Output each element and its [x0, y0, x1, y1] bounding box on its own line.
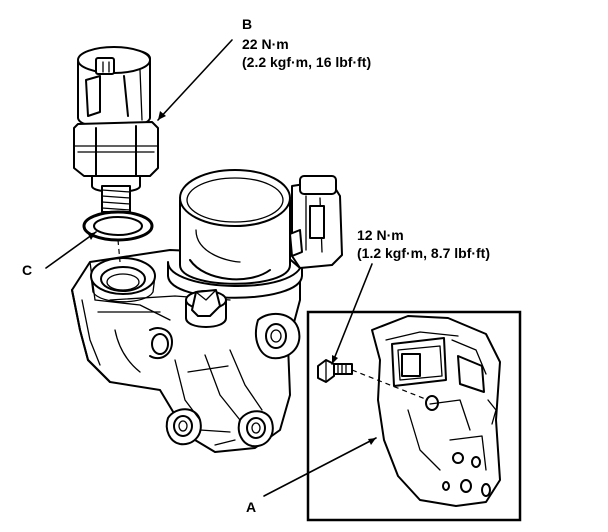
callout-b-torque-alt: (2.2 kgf·m, 16 lbf·ft): [242, 54, 371, 70]
detail-inset: [306, 310, 522, 522]
callout-a-letter: A: [246, 499, 256, 515]
sensor-port: [90, 257, 156, 303]
solenoid: [167, 169, 303, 299]
mount-bolt: [185, 289, 227, 328]
oil-pressure-switch: [73, 46, 159, 213]
bolt-torque: 12 N·m: [357, 227, 404, 243]
alignment-axis: [117, 239, 121, 263]
callout-b-torque: 22 N·m: [242, 36, 289, 52]
callout-c-letter: C: [22, 262, 32, 278]
sealing-washer: [82, 210, 154, 242]
bolt-path: [351, 369, 429, 401]
valve-body: [71, 249, 301, 453]
solenoid-connector: [289, 175, 343, 269]
leader-lines: [45, 39, 377, 497]
bolt-torque-alt: (1.2 kgf·m, 8.7 lbf·ft): [357, 245, 490, 261]
callout-b-letter: B: [242, 16, 252, 32]
